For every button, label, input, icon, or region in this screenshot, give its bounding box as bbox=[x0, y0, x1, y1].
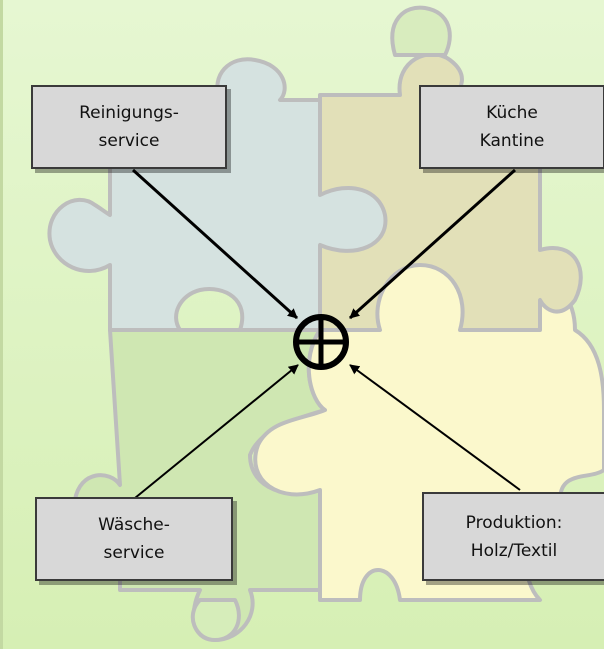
left-border bbox=[0, 0, 3, 649]
arrow-produktion-to-center bbox=[349, 364, 521, 491]
node-label-line: Küche bbox=[486, 103, 538, 123]
node-label-line: Reinigungs- bbox=[79, 103, 179, 123]
arrow-waesche-to-center bbox=[134, 364, 299, 499]
node-label-line: Wäsche- bbox=[98, 515, 170, 535]
node-waescheservice: Wäsche- service bbox=[35, 497, 233, 581]
node-reinigungsservice: Reinigungs- service bbox=[31, 85, 227, 169]
node-label-line: service bbox=[103, 543, 165, 563]
node-kueche-kantine: Küche Kantine bbox=[419, 85, 604, 169]
node-label-line: Kantine bbox=[479, 131, 545, 151]
node-produktion-holz-textil: Produktion: Holz/Textil bbox=[422, 492, 604, 581]
puzzle-knob-top bbox=[390, 5, 452, 57]
circled-plus-icon bbox=[293, 314, 349, 370]
node-label-line: service bbox=[98, 131, 160, 151]
puzzle-knob-bottom bbox=[190, 598, 241, 642]
node-label-line: Holz/Textil bbox=[470, 540, 558, 561]
node-label-line: Produktion: bbox=[465, 512, 563, 533]
arrow-reinigung-to-center bbox=[131, 168, 299, 320]
arrow-kueche-to-center bbox=[348, 168, 517, 320]
